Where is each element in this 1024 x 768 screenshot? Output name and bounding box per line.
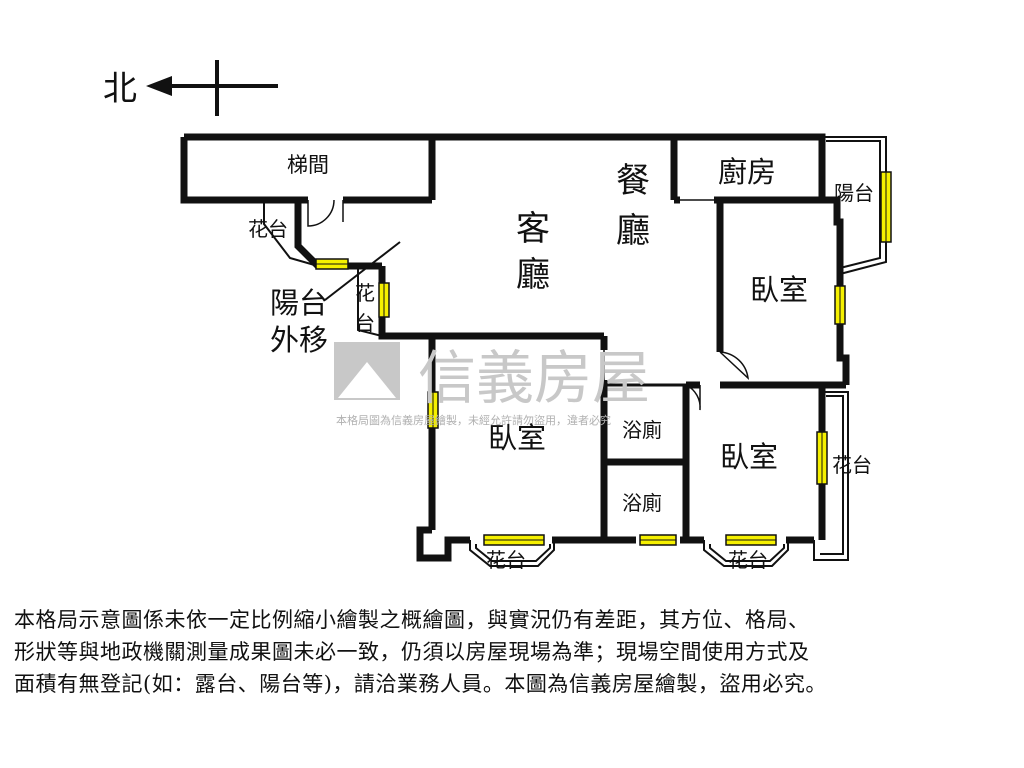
kitchen-label: 廚房 bbox=[718, 155, 776, 189]
floor-plan: 北 bbox=[103, 60, 892, 572]
doors bbox=[307, 176, 823, 500]
planter-label-bottom-1: 花台 bbox=[486, 548, 526, 572]
planter-label-bottom-2: 花台 bbox=[728, 548, 768, 572]
living-label-2: 廳 bbox=[516, 255, 550, 295]
dining-label-2: 廳 bbox=[616, 211, 650, 251]
balcony-moved-label-1: 陽台 bbox=[270, 286, 328, 320]
thin-outlines bbox=[263, 136, 887, 567]
stairwell-label: 梯間 bbox=[287, 153, 329, 177]
living-label-1: 客 bbox=[516, 209, 550, 249]
planter-label-top-left: 花台 bbox=[248, 217, 288, 241]
balcony-label: 陽台 bbox=[834, 181, 874, 205]
north-label: 北 bbox=[103, 69, 137, 109]
dining-label-1: 餐 bbox=[616, 161, 650, 201]
disclaimer-line-3: 面積有無登記(如：露台、陽台等)，請洽業務人員。本圖為信義房屋繪製，盜用必究。 bbox=[14, 672, 827, 696]
planter-label-mid-1: 花 bbox=[355, 281, 375, 305]
north-arrow bbox=[146, 60, 278, 116]
planter-label-right: 花台 bbox=[832, 453, 872, 477]
planter-label-mid-2: 台 bbox=[355, 311, 375, 335]
walls bbox=[180, 133, 850, 562]
watermark: 信義房屋 本格局圖為信義房屋繪製，未經允許請勿盜用，違者必究 bbox=[334, 342, 650, 427]
watermark-notice: 本格局圖為信義房屋繪製，未經允許請勿盜用，違者必究 bbox=[336, 413, 611, 427]
bath-label-2: 浴廁 bbox=[622, 491, 662, 515]
windows bbox=[315, 171, 892, 546]
watermark-brand: 信義房屋 bbox=[418, 344, 650, 412]
bedroom-label-ne: 臥室 bbox=[750, 273, 808, 307]
balcony-moved-label-2: 外移 bbox=[270, 323, 328, 357]
disclaimer: 本格局示意圖係未依一定比例縮小繪製之概繪圖，與實況仍有差距，其方位、格局、 形狀… bbox=[14, 604, 1014, 700]
bath-label-1: 浴廁 bbox=[622, 418, 662, 442]
bedroom-label-s: 臥室 bbox=[488, 421, 546, 455]
bedroom-label-e: 臥室 bbox=[720, 440, 778, 474]
disclaimer-line-2: 形狀等與地政機關測量成果圖未必一致，仍須以房屋現場為準；現場空間使用方式及 bbox=[14, 640, 810, 664]
disclaimer-line-1: 本格局示意圖係未依一定比例縮小繪製之概繪圖，與實況仍有差距，其方位、格局、 bbox=[14, 608, 810, 632]
